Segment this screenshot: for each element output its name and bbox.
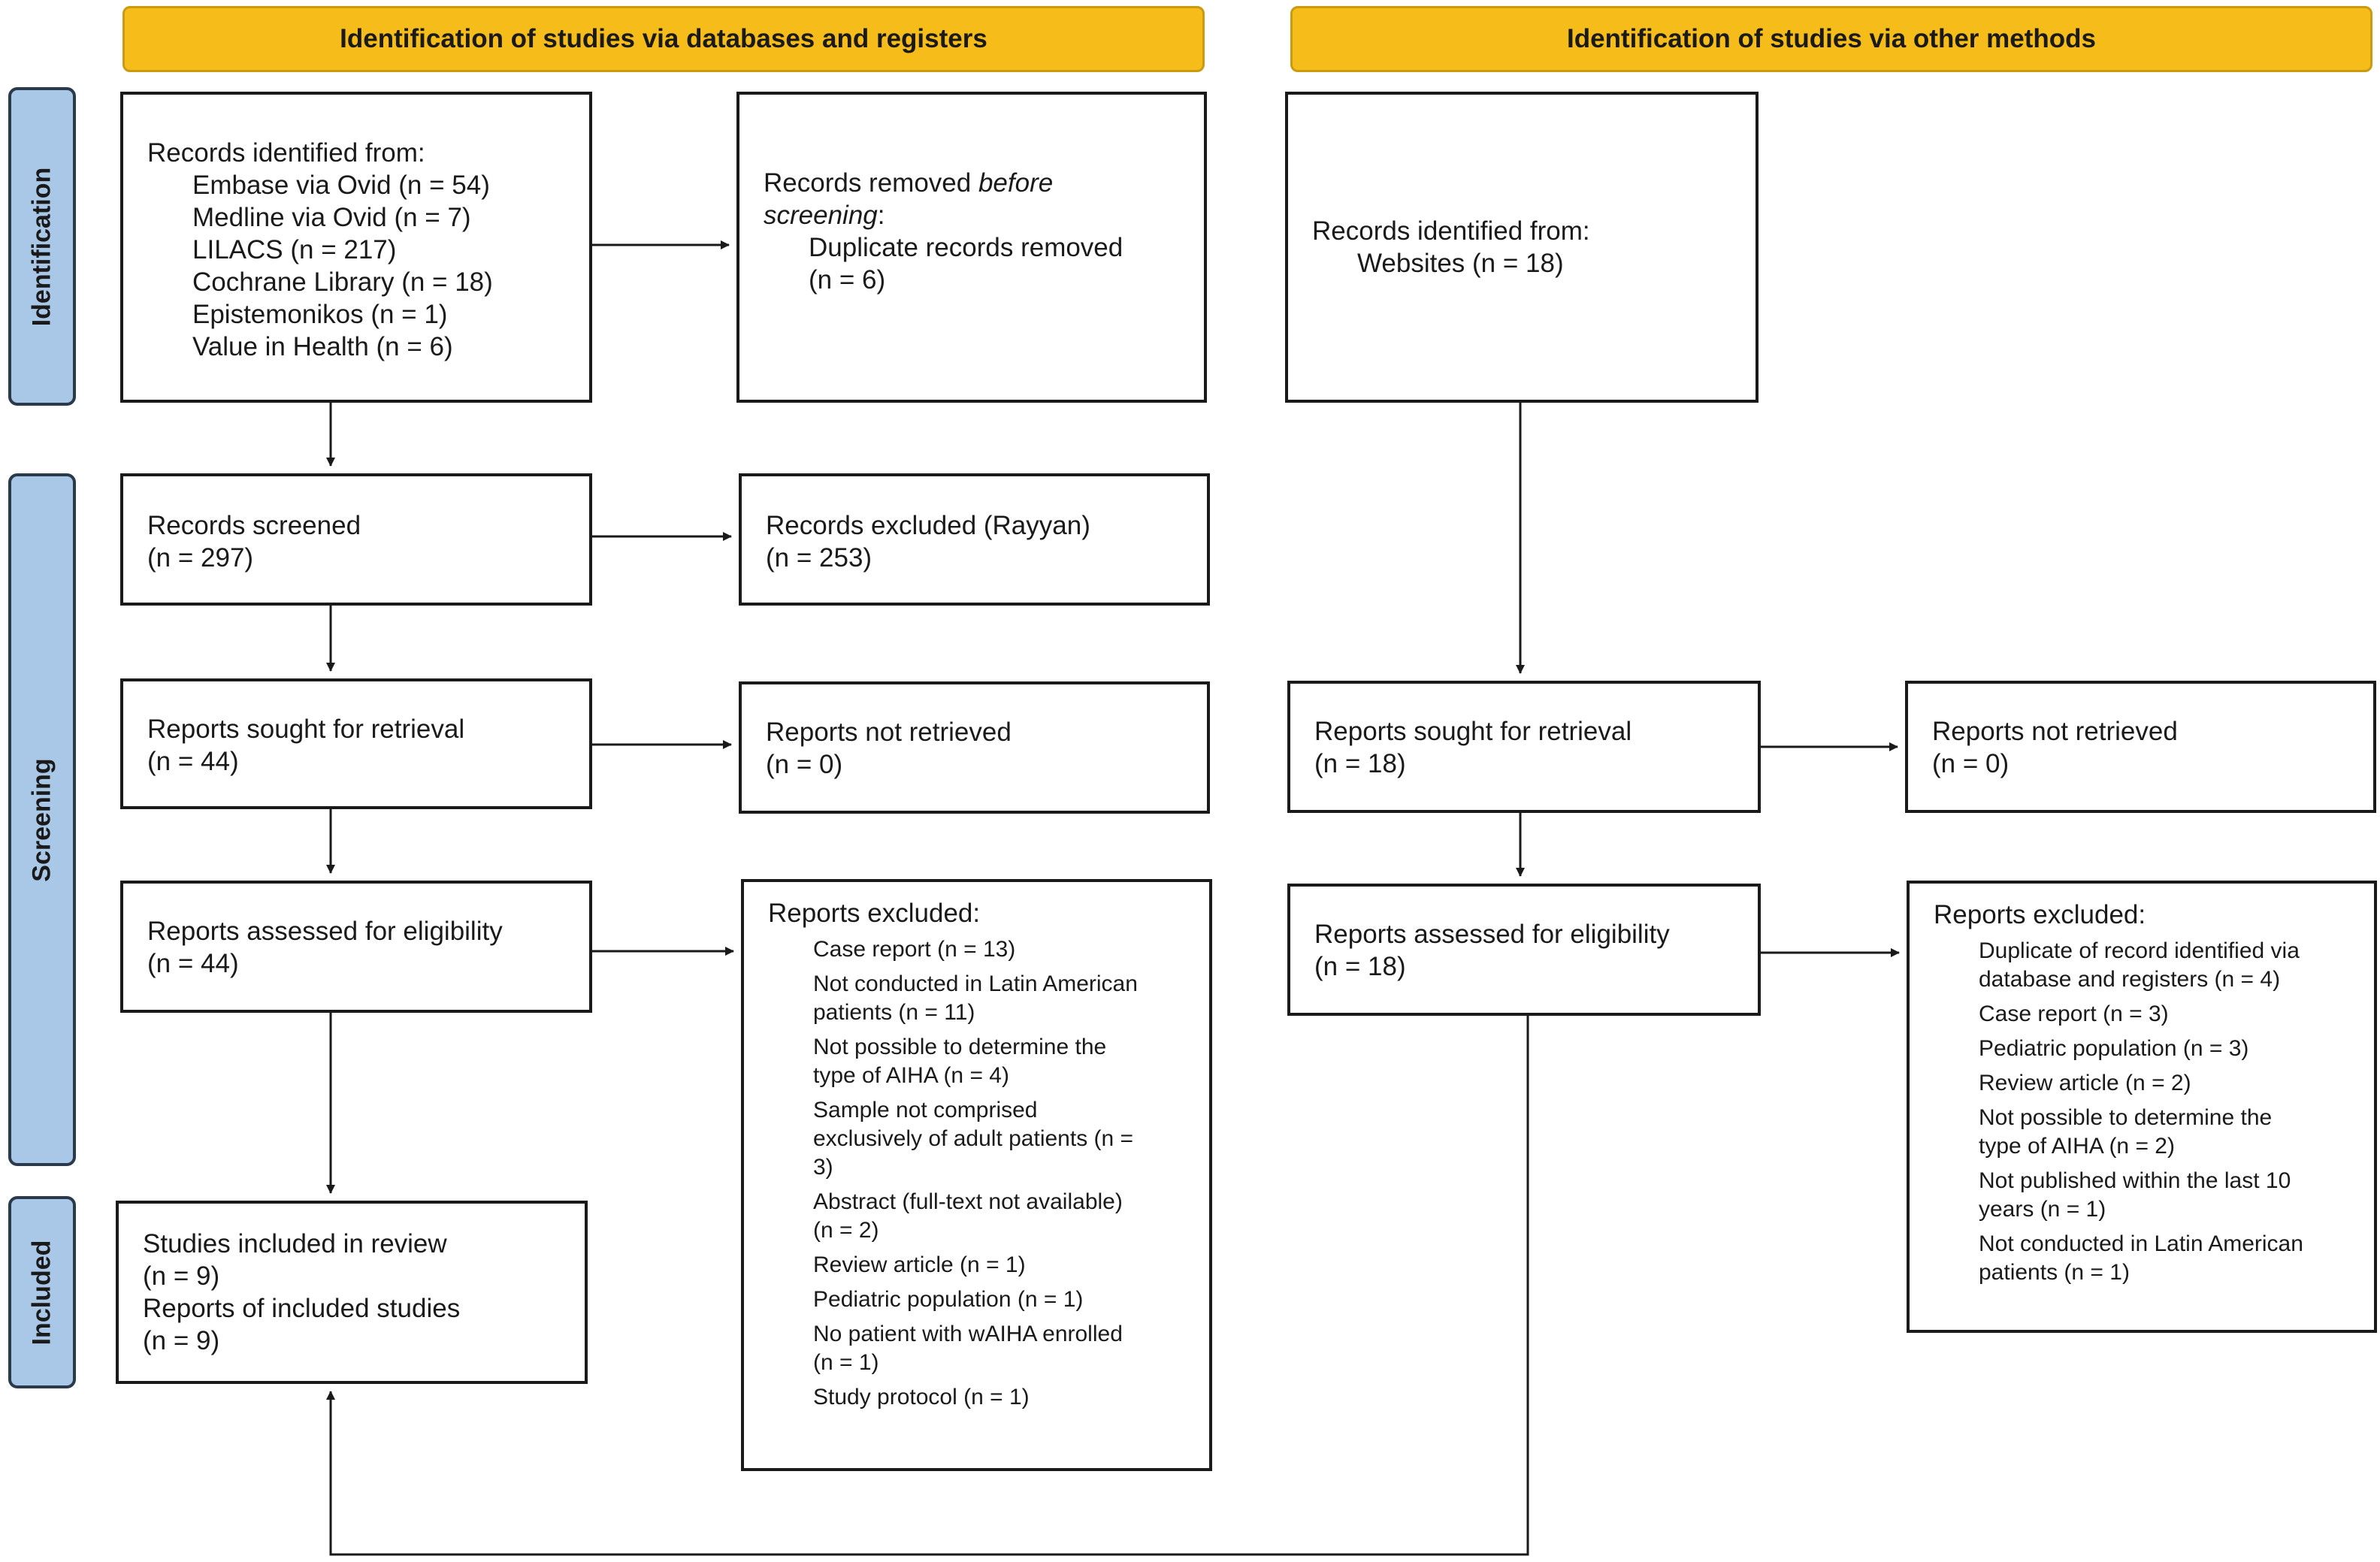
db-reports-sought-title: Reports sought for retrieval [147,715,465,744]
db-records-screened-title: Records screened [147,511,361,540]
stage-identification-label: Identification [27,167,56,326]
other-reports-assessed-box: Reports assessed for eligibility (n = 18… [1287,884,1761,1016]
other-websites-count: Websites (n = 18) [1357,249,1564,278]
other-reports-excluded-box: Reports excluded: Duplicate of record id… [1907,881,2377,1333]
other-reports-sought-box: Reports sought for retrieval (n = 18) [1287,681,1761,813]
stage-screening: Screening [8,473,76,1166]
other-reports-assessed-count: (n = 18) [1314,952,1406,981]
db-records-screened-box: Records screened (n = 297) [120,473,592,606]
other-reports-sought-count: (n = 18) [1314,749,1406,778]
db-reports-not-retrieved-count: (n = 0) [766,750,843,779]
db-records-excluded-title: Records excluded (Rayyan) [766,511,1090,540]
other-exclusion-reason: Pediatric population (n = 3) [1979,1036,2249,1061]
stage-screening-label: Screening [27,757,56,882]
other-reports-excluded-title: Reports excluded: [1934,900,2146,929]
db-source: LILACS (n = 217) [192,235,397,264]
header-databases-label: Identification of studies via databases … [340,24,987,53]
db-exclusion-reason: Study protocol (n = 1) [813,1385,1030,1409]
included-studies-count: (n = 9) [143,1261,220,1291]
other-exclusion-reason: Case report (n = 3) [1979,1002,2169,1026]
db-records-removed-title: Records removed before [764,168,1054,198]
db-source: Medline via Ovid (n = 7) [192,203,471,232]
db-records-removed-title-2: screening: [764,201,885,230]
db-records-excluded-count: (n = 253) [766,543,872,573]
other-exclusion-reason: Not published within the last 10 years (… [1979,1168,2291,1222]
db-records-identified-title: Records identified from: [147,138,425,168]
other-reports-not-retrieved-box: Reports not retrieved (n = 0) [1905,681,2376,813]
stage-included: Included [8,1196,76,1388]
included-reports-count: (n = 9) [143,1326,220,1355]
db-reports-not-retrieved-box: Reports not retrieved (n = 0) [739,681,1210,814]
header-other-label: Identification of studies via other meth… [1567,24,2096,53]
header-other-methods: Identification of studies via other meth… [1290,6,2372,72]
db-reports-sought-box: Reports sought for retrieval (n = 44) [120,678,592,809]
stage-included-label: Included [27,1240,56,1345]
db-exclusion-reason: Review article (n = 1) [813,1252,1026,1277]
db-reports-not-retrieved-title: Reports not retrieved [766,718,1012,747]
other-records-identified-box: Records identified from: Websites (n = 1… [1285,92,1759,403]
other-exclusion-reason: Not possible to determine the type of AI… [1979,1105,2273,1159]
db-exclusion-reason: Case report (n = 13) [813,937,1016,962]
included-box: Studies included in review (n = 9) Repor… [116,1201,588,1384]
db-source: Value in Health (n = 6) [192,332,453,361]
db-source: Embase via Ovid (n = 54) [192,171,490,200]
other-reports-not-retrieved-count: (n = 0) [1932,749,2010,778]
included-studies-title: Studies included in review [143,1229,447,1258]
db-exclusion-reason: Sample not comprised exclusively of adul… [813,1098,1134,1180]
db-exclusion-reason: Not possible to determine the type of AI… [813,1035,1107,1088]
db-records-identified-box: Records identified from: Embase via Ovid… [120,92,592,403]
other-records-identified-title: Records identified from: [1312,216,1590,246]
other-exclusion-reason: Duplicate of record identified via datab… [1979,938,2300,992]
db-records-removed-box: Records removed before screening: Duplic… [736,92,1207,403]
db-exclusion-reason: Abstract (full-text not available) (n = … [813,1189,1123,1243]
db-source: Epistemonikos (n = 1) [192,300,448,329]
db-reports-excluded-title: Reports excluded: [768,899,981,928]
other-reports-not-retrieved-title: Reports not retrieved [1932,717,2178,746]
db-exclusion-reason: Pediatric population (n = 1) [813,1287,1084,1312]
db-reports-assessed-count: (n = 44) [147,949,239,978]
header-databases: Identification of studies via databases … [122,6,1205,72]
other-reports-sought-title: Reports sought for retrieval [1314,717,1632,746]
db-records-screened-count: (n = 297) [147,543,254,573]
db-exclusion-reason: Not conducted in Latin American patients… [813,971,1138,1025]
db-duplicates-label: Duplicate records removed [809,233,1123,262]
stage-identification: Identification [8,87,76,406]
included-reports-title: Reports of included studies [143,1294,461,1323]
db-duplicates-count: (n = 6) [809,265,886,295]
db-reports-excluded-box: Reports excluded: Case report (n = 13) N… [741,879,1212,1471]
db-reports-sought-count: (n = 44) [147,747,239,776]
db-exclusion-reason: No patient with wAIHA enrolled (n = 1) [813,1322,1123,1375]
db-source: Cochrane Library (n = 18) [192,267,493,297]
other-reports-assessed-title: Reports assessed for eligibility [1314,920,1670,949]
other-exclusion-reason: Not conducted in Latin American patients… [1979,1231,2303,1285]
db-records-excluded-box: Records excluded (Rayyan) (n = 253) [739,473,1210,606]
db-reports-assessed-title: Reports assessed for eligibility [147,917,503,946]
other-exclusion-reason: Review article (n = 2) [1979,1071,2191,1095]
db-reports-assessed-box: Reports assessed for eligibility (n = 44… [120,881,592,1013]
